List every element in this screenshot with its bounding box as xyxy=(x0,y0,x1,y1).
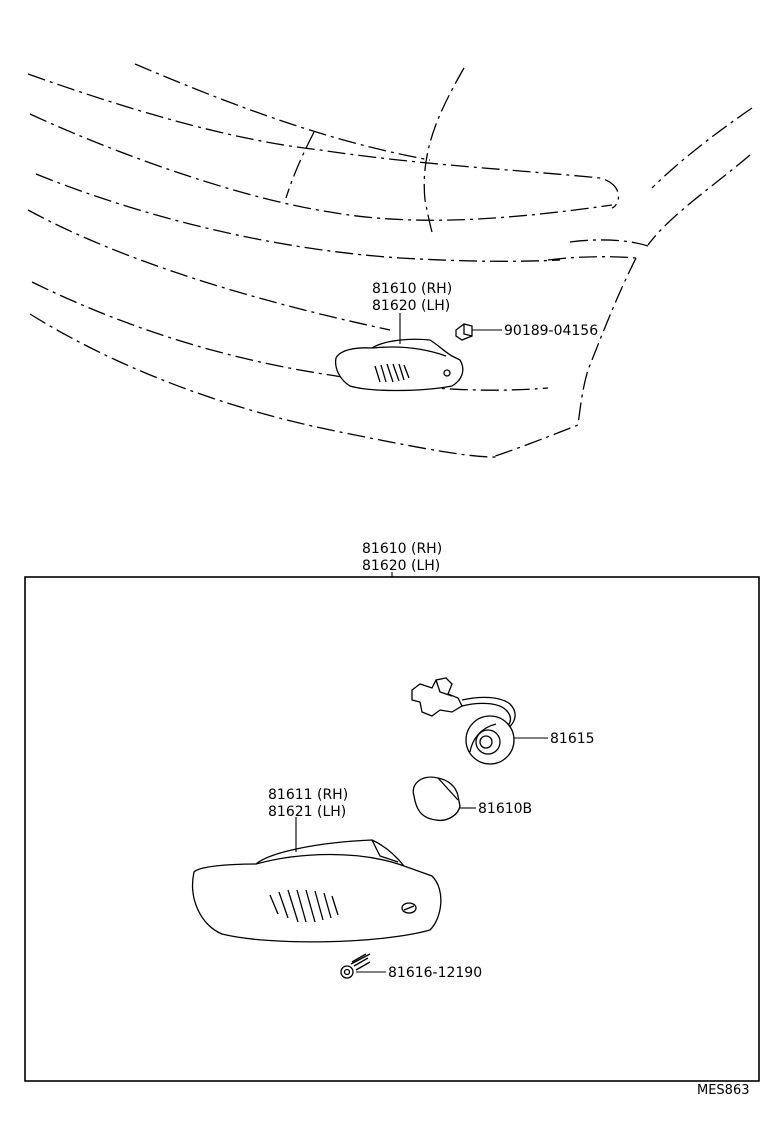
label-top-lamp-rh: 81610 (RH) xyxy=(372,281,452,297)
body-line-2 xyxy=(134,63,431,161)
body-line-7 xyxy=(29,313,501,458)
assembly-frame xyxy=(24,576,760,1082)
label-bulb: 81610B xyxy=(478,801,532,817)
label-box-title-lh: 81620 (LH) xyxy=(362,558,440,574)
bumper-mid xyxy=(547,256,637,261)
body-line-1 xyxy=(27,73,620,209)
clip-90189 xyxy=(455,323,473,341)
label-lens-rh: 81611 (RH) xyxy=(268,787,348,803)
hood-edge xyxy=(423,67,465,233)
bulb xyxy=(412,776,461,822)
screw xyxy=(340,953,371,979)
front-corner xyxy=(651,107,753,189)
drawing-code: MES863 xyxy=(697,1083,750,1098)
label-top-clip: 90189-04156 xyxy=(504,323,598,339)
body-line-6 xyxy=(31,281,549,391)
label-top-lamp-lh: 81620 (LH) xyxy=(372,298,450,314)
lens-unit xyxy=(192,839,442,943)
label-lens-lh: 81621 (LH) xyxy=(268,804,346,820)
body-line-4 xyxy=(35,173,561,262)
label-screw: 81616-12190 xyxy=(388,965,482,981)
bumper-top xyxy=(569,239,649,247)
body-line-3 xyxy=(29,113,613,221)
vehicle-body-outline xyxy=(27,63,753,458)
side-marker-lamp-installed xyxy=(334,338,464,392)
body-line-5 xyxy=(27,209,391,331)
label-socket: 81615 xyxy=(550,731,595,747)
label-box-title-rh: 81610 (RH) xyxy=(362,541,442,557)
socket-with-wire xyxy=(411,677,516,765)
bumper-side xyxy=(494,257,637,457)
front-corner-lower xyxy=(647,154,751,246)
panel-edge xyxy=(285,131,315,199)
